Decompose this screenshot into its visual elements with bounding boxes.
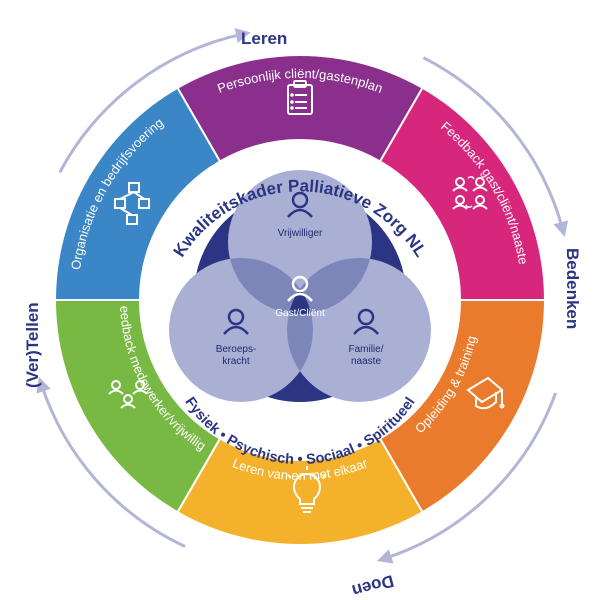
cycle-arrow-1 [58, 28, 251, 174]
venn-label-volunteer: Vrijwilliger [278, 228, 323, 239]
person-icon-client [287, 275, 313, 302]
cycle-arrow-2 [422, 56, 569, 237]
cycle-label-vertellen: (Ver)Tellen [23, 302, 42, 388]
person-icon-family [353, 308, 379, 335]
ring-segments [53, 53, 547, 547]
cycle-arrow-3 [376, 392, 558, 564]
segment-icons [108, 80, 505, 513]
cycle-label-bedenken: Bedenken [563, 248, 582, 329]
clipboard-icon [287, 80, 313, 115]
cycle-arrows [36, 28, 569, 564]
person-icon-professional [223, 308, 249, 335]
lightbulb-icon [287, 466, 327, 513]
org-chart-icon [114, 182, 150, 225]
people-feedback-icon [452, 175, 488, 210]
venn-label-professional-2: kracht [222, 356, 249, 367]
cycle-arrow-4 [36, 376, 186, 548]
cycle-label-leren: Leren [241, 29, 287, 48]
graduation-cap-icon [466, 376, 505, 410]
venn-label-family-1: Familie/ [348, 344, 383, 355]
cycle-label-doen: Doen [350, 571, 396, 600]
venn-label-client: Gast/Cliënt [275, 308, 325, 319]
venn-label-family-2: naaste [351, 356, 381, 367]
venn-label-professional-1: Beroeps- [216, 344, 257, 355]
person-icon-volunteer [287, 191, 313, 218]
team-icon [108, 380, 148, 409]
